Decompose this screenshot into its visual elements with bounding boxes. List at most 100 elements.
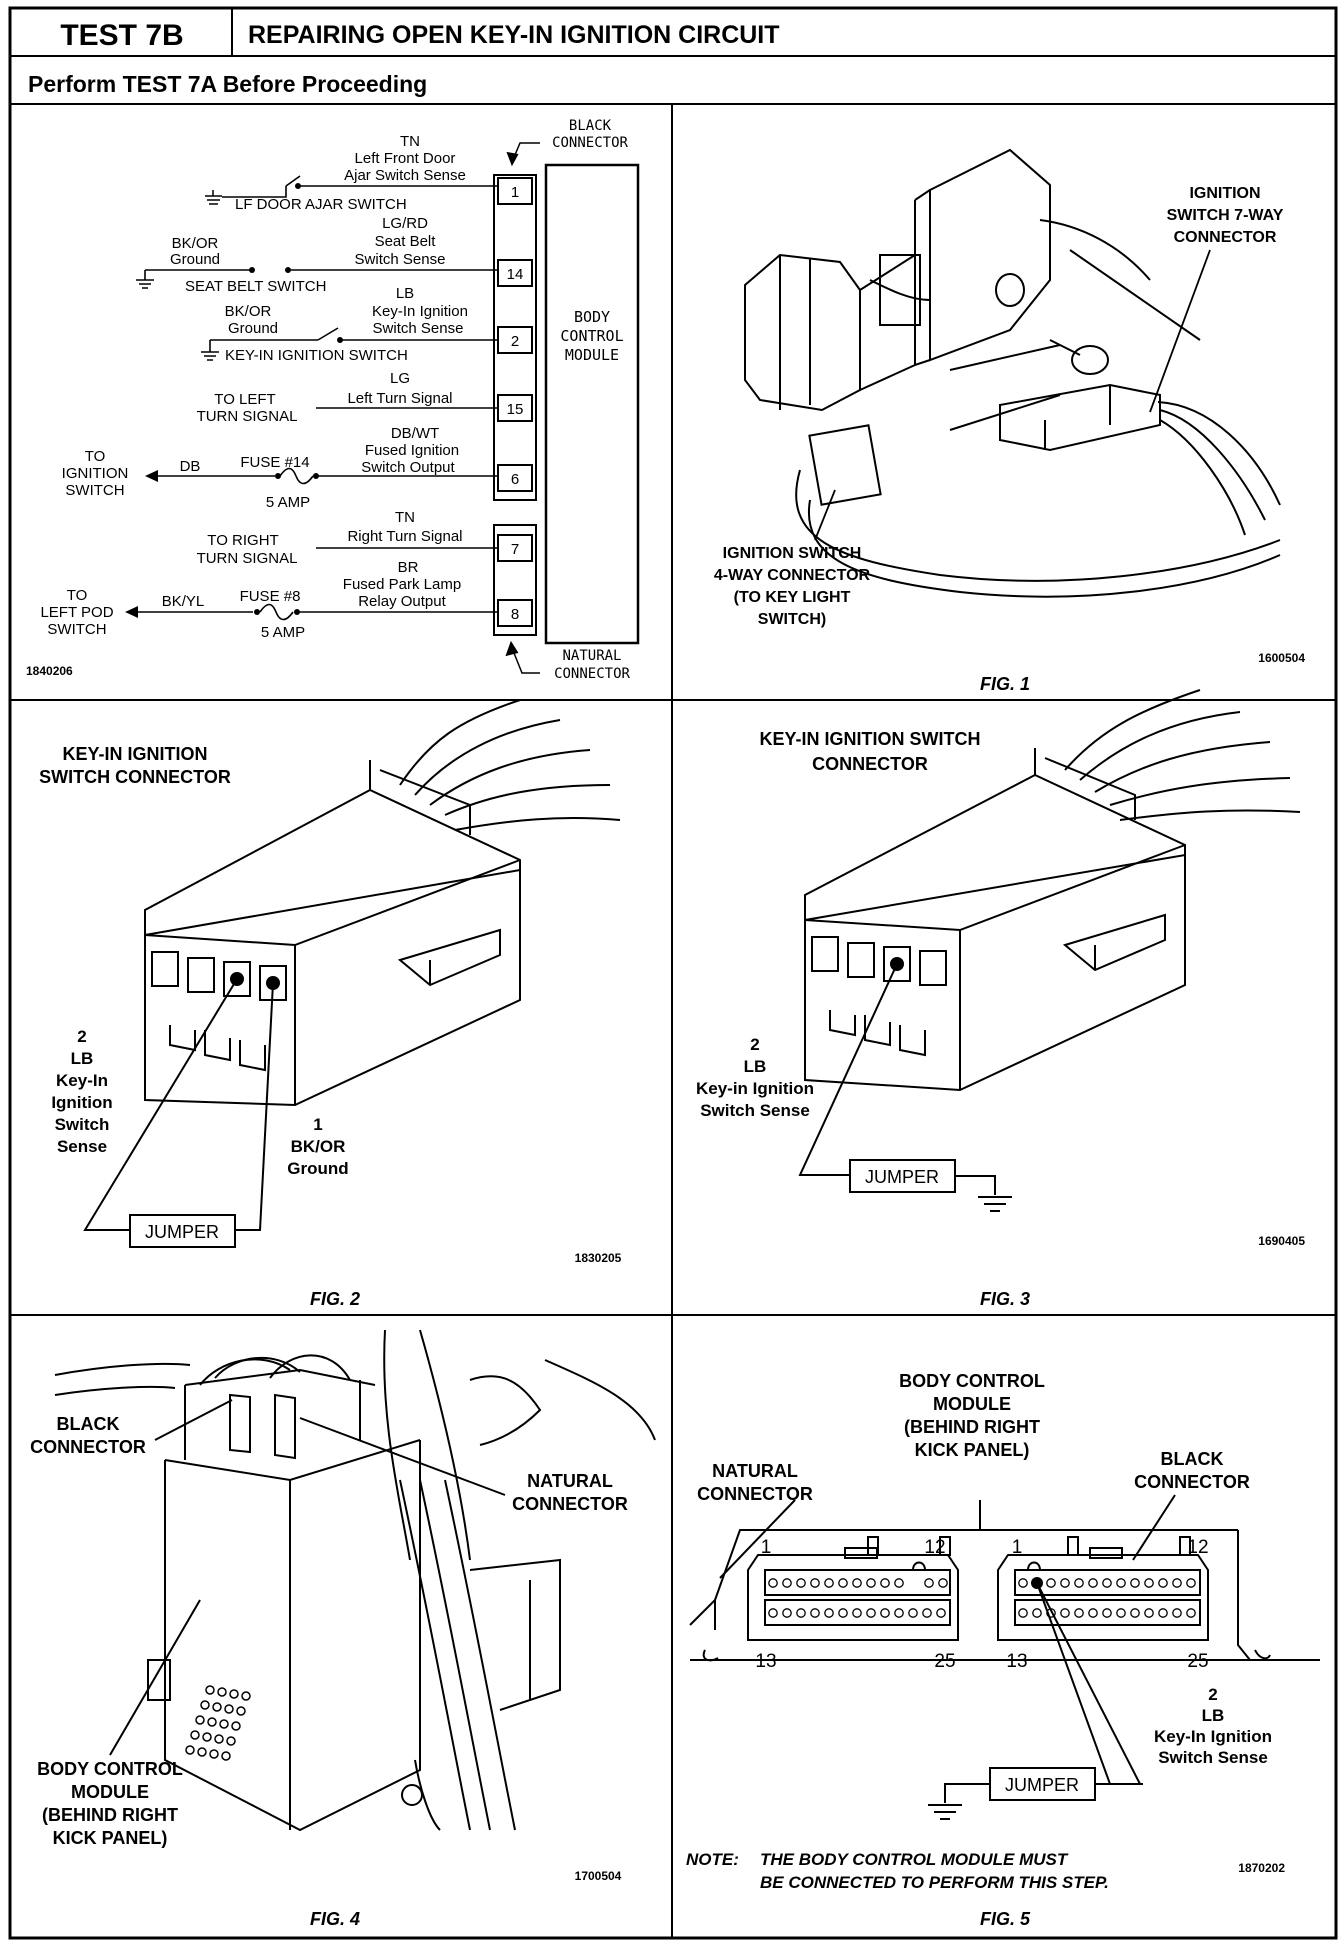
fig4-ref: 1700504 — [575, 1869, 622, 1883]
c14-label-2: Switch Sense — [355, 251, 446, 268]
fig2-pin2-4: Ignition — [51, 1093, 112, 1112]
c2-gnd-color: BK/OR — [225, 303, 272, 320]
fig5-blk-pin-13: 13 — [1006, 1651, 1027, 1672]
fig1-steering-column-drawing — [744, 148, 1281, 598]
c15-label: Left Turn Signal — [347, 390, 452, 407]
natural-connector-body — [493, 524, 537, 636]
c14-switch-contact-a — [249, 267, 255, 273]
fig1-4way-leader — [814, 489, 836, 541]
schematic-panel: BODY CONTROL MODULE BLACK CONNECTOR NATU… — [26, 118, 640, 682]
fig5-ground-wire — [944, 1783, 990, 1803]
c6-fuse-pin-a — [275, 473, 281, 479]
fig2-caption: FIG. 2 — [310, 1289, 360, 1309]
c6-to-3: SWITCH — [65, 482, 124, 499]
fig2-title-2: SWITCH CONNECTOR — [39, 767, 231, 787]
fig1-7way-label-2: SWITCH 7-WAY — [1167, 207, 1284, 224]
pin-num-14: 14 — [507, 266, 524, 283]
fig3-caption: FIG. 3 — [980, 1289, 1030, 1309]
test-id: TEST 7B — [60, 19, 183, 52]
black-connector-label-1: BLACK — [569, 118, 612, 134]
fig5-blk-pin-12: 12 — [1187, 1537, 1208, 1558]
black-connector-label-2: CONNECTOR — [552, 135, 628, 151]
fig5-nat-pin-1: 1 — [761, 1537, 772, 1558]
c2-label-2: Switch Sense — [373, 320, 464, 337]
fig4-caption: FIG. 4 — [310, 1909, 360, 1929]
fig2-pin2-5: Switch — [55, 1115, 110, 1134]
fig2-pin2-6: Sense — [57, 1137, 107, 1156]
fig1-7way-leader — [1149, 249, 1211, 413]
fig3-title-2: CONNECTOR — [812, 754, 928, 774]
c8-arrow — [125, 606, 138, 618]
c8-fuse-label: FUSE #8 — [240, 588, 301, 605]
fig1-ref: 1600504 — [1258, 651, 1305, 665]
pin-num-15: 15 — [507, 401, 524, 418]
fig1-4way-label-4: SWITCH) — [758, 611, 826, 628]
fig2-jumper-label: JUMPER — [145, 1222, 219, 1242]
c1-label-2: Ajar Switch Sense — [344, 167, 466, 184]
fig1-7way-label-1: IGNITION — [1189, 185, 1260, 202]
fig5-blk-pin-1: 1 — [1012, 1537, 1023, 1558]
c7-to-2: TURN SIGNAL — [197, 550, 298, 567]
c1-ground-wire — [222, 186, 287, 198]
c14-wire-color: LG/RD — [382, 215, 428, 232]
fig5-natural-2: CONNECTOR — [697, 1484, 813, 1504]
fig5-note-label: NOTE: — [686, 1850, 739, 1869]
c6-fuse-amp: 5 AMP — [266, 494, 310, 511]
c2-wire-color: LB — [396, 285, 414, 302]
fig5-natural-1: NATURAL — [712, 1461, 798, 1481]
fig3-pin2-2: LB — [744, 1057, 767, 1076]
black-connector-arrow — [506, 151, 519, 167]
black-connector-leader — [511, 142, 540, 163]
c14-switch-label: SEAT BELT SWITCH — [185, 278, 326, 295]
c8-fuse-pin-b — [294, 609, 300, 615]
c8-to-1: TO — [67, 587, 88, 604]
module-label-3: MODULE — [565, 346, 619, 364]
fig4-black-2: CONNECTOR — [30, 1437, 146, 1457]
c6-fuse-pin-b — [313, 473, 319, 479]
fig3-pin2-1: 2 — [750, 1035, 759, 1054]
fig3-pin2-4: Switch Sense — [700, 1101, 810, 1120]
c1-label-1: Left Front Door — [355, 150, 456, 167]
c8-fuse-amp: 5 AMP — [261, 624, 305, 641]
c7-to-1: TO RIGHT — [207, 532, 278, 549]
fig3-ground-icon — [978, 1196, 1012, 1212]
fig4-panel: BLACK CONNECTOR NATURAL CONNECTOR BODY C… — [30, 1329, 656, 1929]
c8-label-1: Fused Park Lamp — [343, 576, 461, 593]
c1-ground-icon — [205, 190, 222, 205]
fig5-note-line-2: BE CONNECTED TO PERFORM THIS STEP. — [760, 1873, 1109, 1892]
fig1-panel: IGNITION SWITCH 7-WAY CONNECTOR IGNITION… — [714, 148, 1305, 694]
c7-wire-color: TN — [395, 509, 415, 526]
black-connector-body — [493, 174, 537, 501]
fig3-ref: 1690405 — [1258, 1234, 1305, 1248]
pin-box-14 — [497, 259, 533, 287]
fig5-guide — [1037, 1583, 1175, 1784]
c8-fuse-icon — [259, 603, 294, 621]
c1-wire-color: TN — [400, 133, 420, 150]
c15-to-1: TO LEFT — [214, 391, 275, 408]
c6-to-2: IGNITION — [62, 465, 129, 482]
c2-ground-icon — [201, 351, 219, 361]
fig2-panel: KEY-IN IGNITION SWITCH CONNECTOR — [39, 699, 622, 1309]
fig4-natural-2: CONNECTOR — [512, 1494, 628, 1514]
c2-label-1: Key-In Ignition — [372, 303, 468, 320]
c1-switch-contact — [295, 183, 301, 189]
c2-switch-label: KEY-IN IGNITION SWITCH — [225, 347, 408, 364]
fig5-pin2-3: Key-In Ignition — [1154, 1727, 1272, 1746]
fig5-nat-pin-12: 12 — [924, 1537, 945, 1558]
c6-arrow — [145, 470, 158, 482]
c1-switch-blade — [285, 175, 301, 187]
c14-gnd-label: Ground — [170, 251, 220, 268]
fig4-module-2: MODULE — [71, 1782, 149, 1802]
fig5-module-housing — [689, 1529, 1320, 1662]
fig5-black-2: CONNECTOR — [1134, 1472, 1250, 1492]
fig5-black-connector — [997, 1536, 1209, 1641]
fig2-pin1-1: 1 — [313, 1115, 322, 1134]
fig2-jumper-box — [129, 1214, 236, 1248]
fig4-black-leader — [154, 1399, 233, 1441]
pin-num-8: 8 — [511, 606, 519, 623]
natural-connector-label-1: NATURAL — [562, 648, 621, 664]
fig5-panel: BODY CONTROL MODULE (BEHIND RIGHT KICK P… — [686, 1371, 1320, 1929]
c7-label: Right Turn Signal — [347, 528, 462, 545]
